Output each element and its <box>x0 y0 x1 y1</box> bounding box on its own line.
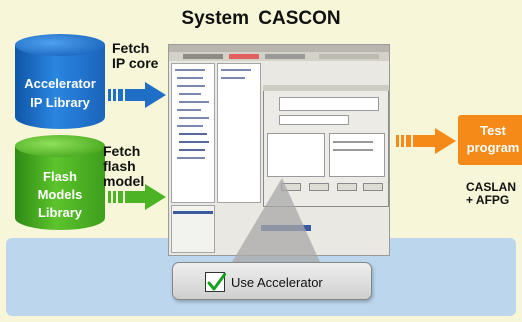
fetch-ip-line2: IP core <box>112 55 159 71</box>
checkmark-icon <box>207 272 227 291</box>
output-arrow <box>396 128 456 154</box>
test-program-box: Test program <box>458 115 522 165</box>
fetch-flash-line2: flash <box>103 158 136 174</box>
flash-db-label-line3: Library <box>37 205 83 220</box>
output-label-line1: CASLAN <box>466 181 516 194</box>
accelerator-db-label-line1: Accelerator <box>24 76 96 91</box>
accelerator-db-label-line2: IP Library <box>30 95 90 110</box>
output-label-line2: + AFPG <box>466 193 510 207</box>
test-program-line1: Test <box>480 123 506 138</box>
fetch-flash-arrow <box>108 184 166 210</box>
fetch-flash-model-label: Fetch flash model <box>103 144 144 189</box>
fetch-ip-core-label: Fetch IP core <box>112 41 158 71</box>
fetch-flash-line3: model <box>103 173 145 189</box>
fetch-ip-arrow <box>108 82 166 108</box>
test-program-line2: program <box>466 140 520 155</box>
fetch-flash-line1: Fetch <box>103 143 141 159</box>
output-label: CASLAN + AFPG <box>466 181 522 207</box>
diagram-title: System CASCON <box>181 8 341 29</box>
use-accelerator-checkbox[interactable] <box>205 272 227 292</box>
flash-models-library-database: Flash Models Library <box>15 135 105 230</box>
use-accelerator-option[interactable]: Use Accelerator <box>172 262 372 300</box>
fetch-ip-line1: Fetch <box>112 40 150 56</box>
use-accelerator-label: Use Accelerator <box>231 275 323 290</box>
flash-db-label-line1: Flash <box>43 169 77 184</box>
accelerator-ip-library-database: Accelerator IP Library <box>15 34 105 129</box>
flash-db-label-line2: Models <box>37 187 83 202</box>
